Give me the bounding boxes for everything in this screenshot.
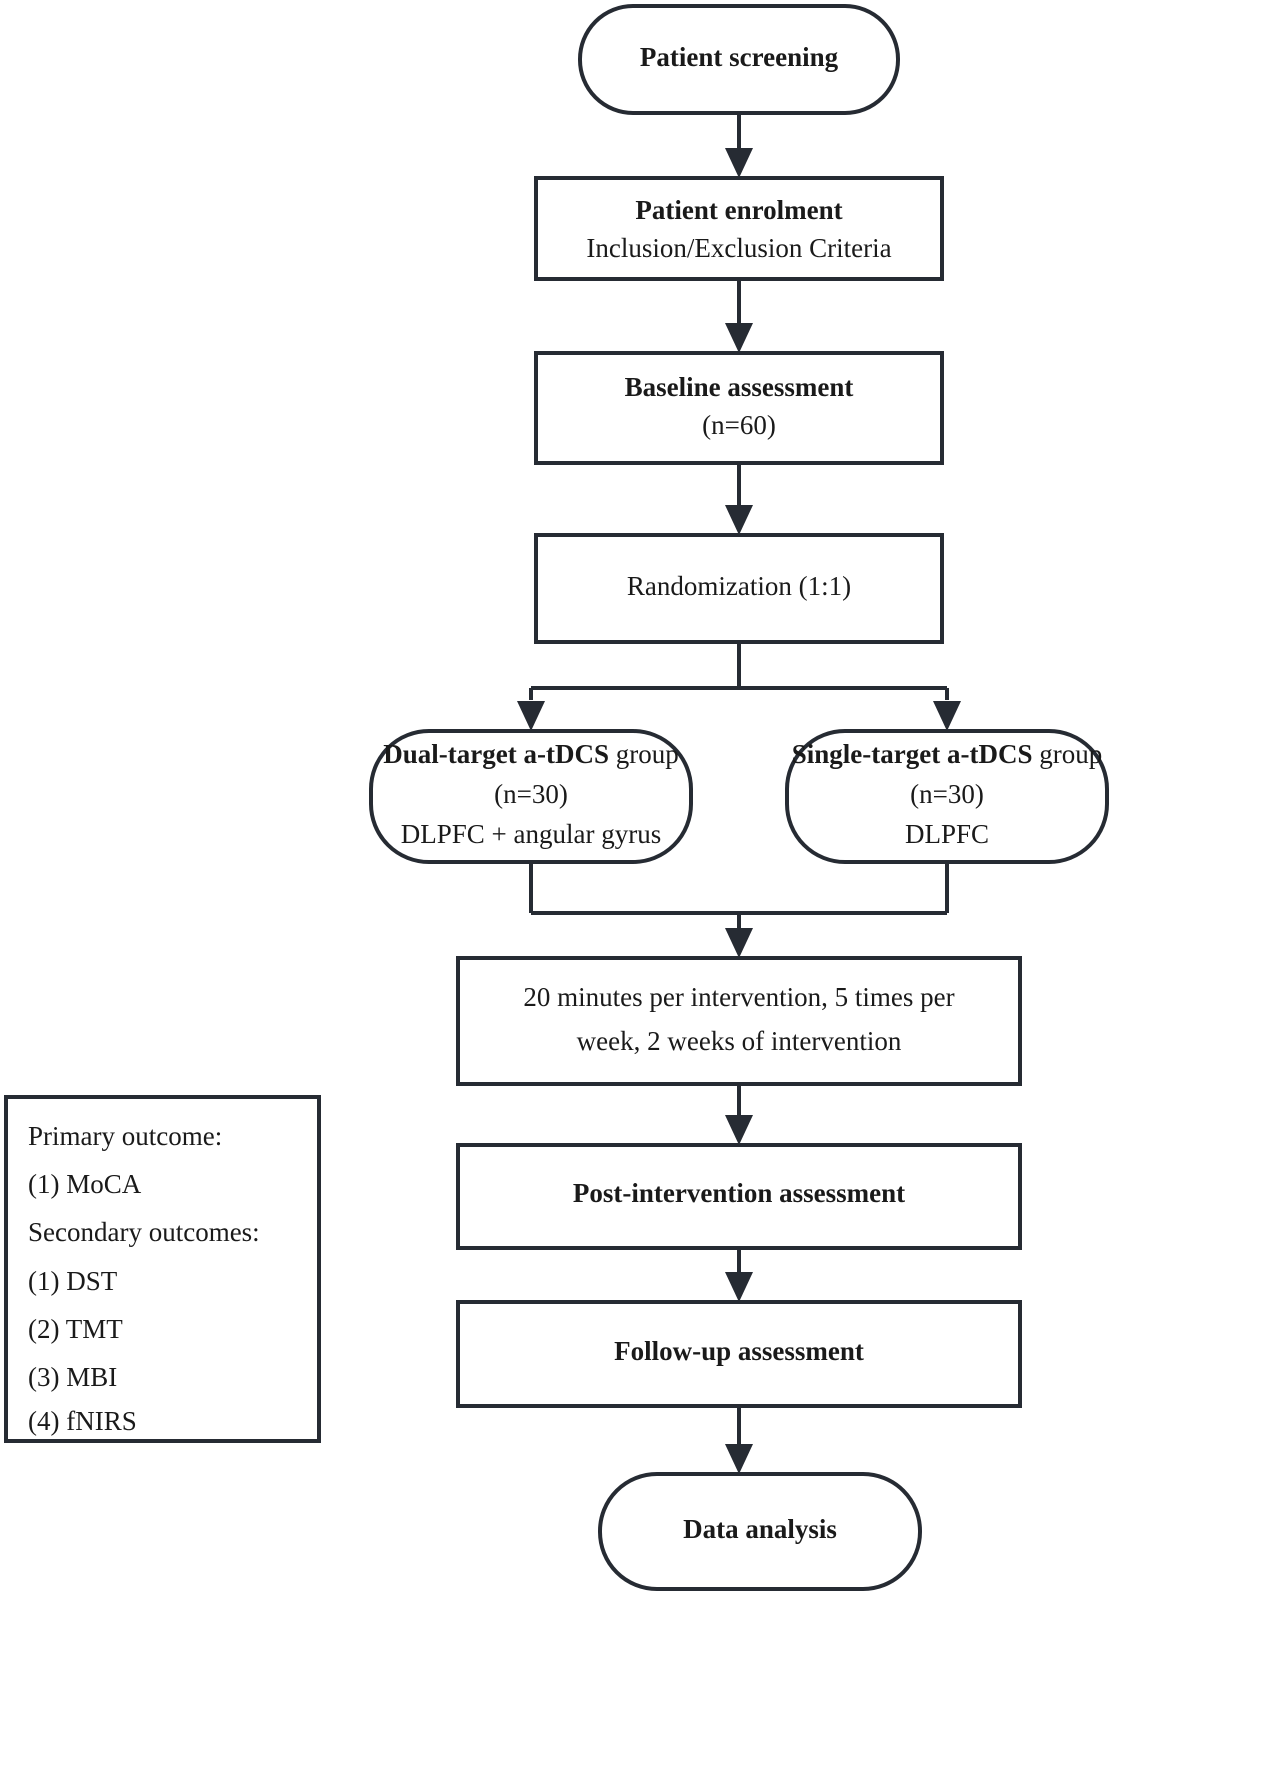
legend-line-5: (3) MBI xyxy=(28,1362,117,1392)
outcomes-legend-box[interactable]: Primary outcome: (1) MoCA Secondary outc… xyxy=(4,1095,321,1443)
intervention-schedule-line2: week, 2 weeks of intervention xyxy=(577,1026,902,1056)
node-post-intervention-assessment[interactable]: Post-intervention assessment xyxy=(456,1143,1022,1250)
legend-line-6: (4) fNIRS xyxy=(28,1406,137,1436)
arrow-baseline-to-randomization xyxy=(725,463,753,535)
arrow-post-to-followup xyxy=(725,1248,753,1302)
single-target-title-line: Single-target a-tDCS group xyxy=(792,739,1102,769)
single-target-sites: DLPFC xyxy=(905,819,989,849)
patient-enrolment-criteria: Inclusion/Exclusion Criteria xyxy=(586,233,891,263)
node-patient-enrolment[interactable]: Patient enrolment Inclusion/Exclusion Cr… xyxy=(534,176,944,281)
followup-assessment-label: Follow-up assessment xyxy=(614,1336,864,1366)
intervention-schedule-line1: 20 minutes per intervention, 5 times per xyxy=(523,982,954,1012)
arrow-followup-to-analysis xyxy=(725,1406,753,1474)
baseline-assessment-title: Baseline assessment xyxy=(625,372,854,402)
legend-line-1: (1) MoCA xyxy=(28,1169,142,1199)
single-target-count: (n=30) xyxy=(910,779,984,809)
dual-target-regular-part: group xyxy=(609,739,679,769)
node-data-analysis[interactable]: Data analysis xyxy=(598,1472,922,1591)
merge-bus-groups xyxy=(529,862,949,958)
legend-line-4: (2) TMT xyxy=(28,1314,123,1344)
dual-target-bold-part: Dual-target a-tDCS xyxy=(383,739,609,769)
split-bus-randomization xyxy=(517,642,961,731)
legend-line-2: Secondary outcomes: xyxy=(28,1217,260,1247)
node-followup-assessment[interactable]: Follow-up assessment xyxy=(456,1300,1022,1408)
patient-screening-label: Patient screening xyxy=(640,42,839,72)
connectors-group xyxy=(517,113,961,1474)
randomization-label: Randomization (1:1) xyxy=(627,571,851,601)
arrow-screening-to-enrolment xyxy=(725,113,753,178)
arrow-intervention-to-post xyxy=(725,1084,753,1145)
node-randomization[interactable]: Randomization (1:1) xyxy=(534,533,944,644)
legend-line-3: (1) DST xyxy=(28,1266,118,1296)
single-target-bold-part: Single-target a-tDCS xyxy=(792,739,1033,769)
post-intervention-assessment-label: Post-intervention assessment xyxy=(573,1178,905,1208)
node-dual-target-group[interactable]: Dual-target a-tDCS group (n=30) DLPFC + … xyxy=(369,729,693,864)
dual-target-sites: DLPFC + angular gyrus xyxy=(401,819,661,849)
arrow-enrolment-to-baseline xyxy=(725,279,753,353)
dual-target-title-line: Dual-target a-tDCS group xyxy=(383,739,678,769)
dual-target-count: (n=30) xyxy=(494,779,568,809)
patient-enrolment-title: Patient enrolment xyxy=(635,195,842,225)
data-analysis-label: Data analysis xyxy=(683,1514,837,1544)
baseline-assessment-count: (n=60) xyxy=(702,410,776,440)
node-intervention-schedule[interactable]: 20 minutes per intervention, 5 times per… xyxy=(456,956,1022,1086)
legend-line-0: Primary outcome: xyxy=(28,1121,222,1151)
node-single-target-group[interactable]: Single-target a-tDCS group (n=30) DLPFC xyxy=(785,729,1109,864)
node-patient-screening[interactable]: Patient screening xyxy=(578,4,900,115)
node-baseline-assessment[interactable]: Baseline assessment (n=60) xyxy=(534,351,944,465)
single-target-regular-part: group xyxy=(1032,739,1102,769)
